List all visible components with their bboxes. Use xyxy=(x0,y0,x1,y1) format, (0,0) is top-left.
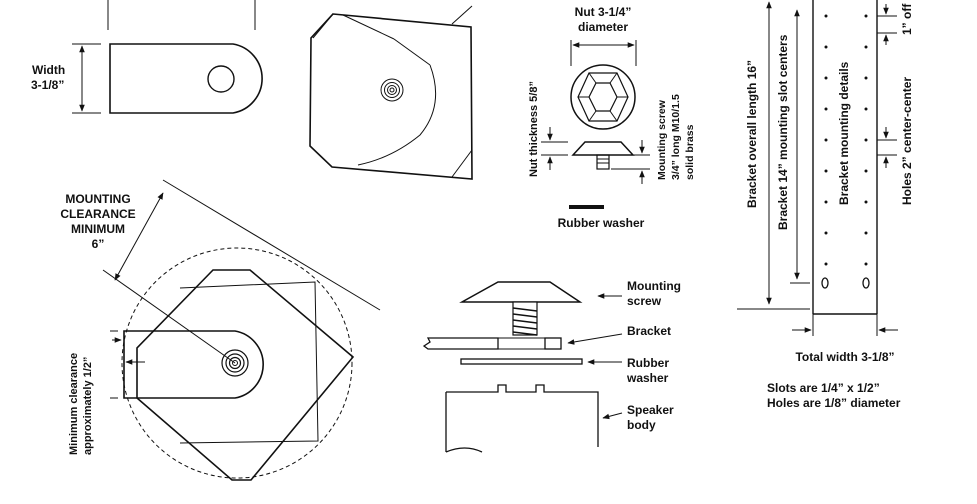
nut-thickness-label: Nut thickness 5/8” xyxy=(528,81,540,177)
nut-diameter-label: Nut 3-1/4” xyxy=(575,5,632,19)
mounting-clearance-label-2: CLEARANCE xyxy=(60,207,135,221)
min-clearance-label-1: Minimum clearance xyxy=(68,353,80,455)
rubber-washer-icon xyxy=(569,205,604,209)
width-value: 3-1/8” xyxy=(31,78,64,92)
stack-bracket-label: Bracket xyxy=(627,324,671,338)
mounting-details-label: Bracket mounting details xyxy=(837,61,851,205)
overall-length-label: Bracket overall length 16” xyxy=(745,60,759,208)
bracket-end-outline xyxy=(109,43,263,114)
screw-spec-label-3: solid brass xyxy=(684,124,696,180)
nut-diameter-label-2: diameter xyxy=(578,20,628,34)
rubber-washer-label: Rubber washer xyxy=(558,216,645,230)
nut-detail: Nut 3-1/4” diameter Nut thickness 5/8” xyxy=(528,5,696,230)
stack-washer-label-1: Rubber xyxy=(627,356,669,370)
bracket-piece-left xyxy=(422,337,499,350)
clearance-circle xyxy=(121,247,353,479)
mounting-holes xyxy=(824,14,868,266)
rubber-washer-strip xyxy=(460,358,583,365)
stack-washer-label-2: washer xyxy=(626,371,669,385)
mounting-screw-head xyxy=(459,281,583,303)
corner-plate-view xyxy=(309,5,473,180)
stack-body-label-1: Speaker xyxy=(627,403,674,417)
mounting-clearance-label-3: MINIMUM xyxy=(71,222,125,236)
bracket-details-view: Bracket overall length 16” Bracket 14” m… xyxy=(737,0,914,410)
holes-note: Holes are 1/8” diameter xyxy=(767,396,901,410)
speaker-body-outline xyxy=(445,384,599,453)
offset-label: 1” off xyxy=(900,3,914,35)
screw-spec-label-1: Mounting screw xyxy=(656,99,668,180)
min-clearance-label-2: approximately 1/2” xyxy=(82,357,94,455)
mounting-clearance-label-1: MOUNTING xyxy=(65,192,130,206)
total-width-label: Total width 3-1/8” xyxy=(795,350,894,364)
holes-spacing-label: Holes 2” center-center xyxy=(900,77,914,205)
screw-thread xyxy=(512,301,538,336)
nut-top-icon xyxy=(570,64,636,130)
mounting-slot-icon xyxy=(821,277,829,289)
bracket-piece-right xyxy=(544,337,562,350)
bracket-outline xyxy=(123,330,264,399)
slot-centers-label: Bracket 14” mounting slot centers xyxy=(776,34,790,230)
stack-body-label-2: body xyxy=(627,418,656,432)
clearance-dimension-arrow xyxy=(114,192,164,281)
stack-screw-label-1: Mounting xyxy=(627,279,681,293)
stack-view: Mounting screw Bracket Rubber washer Spe… xyxy=(422,279,681,453)
bracket-plan-view: Width 3-1/8” xyxy=(31,0,263,114)
clearance-view: MOUNTING CLEARANCE MINIMUM 6” Minimum cl… xyxy=(60,179,381,481)
stack-screw-label-2: screw xyxy=(627,294,662,308)
bracket-slot-hole xyxy=(207,65,235,93)
width-label: Width xyxy=(32,63,65,77)
mounting-clearance-value: 6” xyxy=(92,237,105,251)
slots-note: Slots are 1/4” x 1/2” xyxy=(767,381,880,395)
mounting-slot-icon xyxy=(862,277,870,289)
screw-spec-label-2: 3/4” long M10/1.5 xyxy=(670,94,682,180)
rotated-plate-outline xyxy=(136,269,355,481)
